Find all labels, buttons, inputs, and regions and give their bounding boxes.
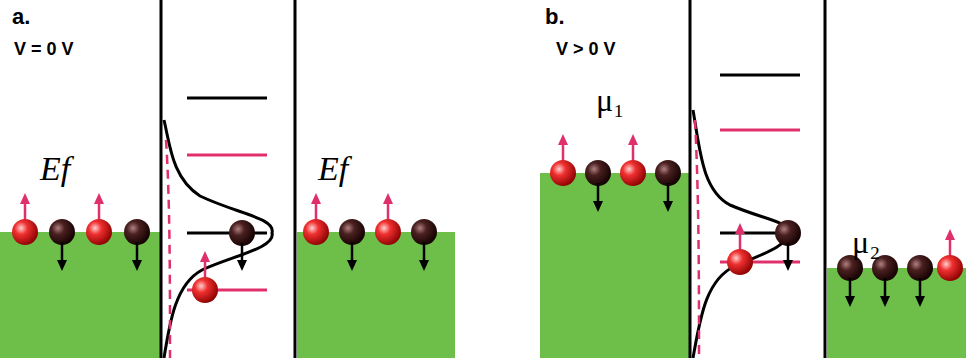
density-of-states — [693, 110, 787, 358]
fermi-level-label: Ef — [40, 152, 70, 186]
left-electrode — [540, 173, 689, 358]
tunnel-barrier — [160, 0, 163, 358]
fermi-level-label: Ef — [318, 152, 348, 186]
electron — [192, 220, 255, 303]
energy-level — [720, 129, 800, 132]
chemical-potential-label: μ₁ — [596, 84, 624, 116]
right-electrode — [297, 232, 455, 358]
energy-level — [720, 74, 800, 77]
panel-letter: b. — [545, 6, 565, 28]
panel-letter: a. — [12, 6, 30, 28]
chemical-potential-label: μ₂ — [852, 226, 880, 258]
electron — [12, 193, 150, 271]
voltage-label: V = 0 V — [14, 40, 74, 58]
energy-level — [187, 154, 267, 157]
energy-level — [187, 97, 267, 100]
electron — [303, 193, 437, 271]
density-of-states — [166, 140, 170, 358]
right-electrode — [827, 268, 966, 358]
density-of-states — [695, 120, 699, 358]
tunnel-barrier — [824, 0, 827, 358]
voltage-label: V > 0 V — [556, 40, 616, 58]
tunnel-barrier — [689, 0, 692, 358]
density-of-states — [164, 120, 272, 358]
left-electrode — [0, 232, 160, 358]
electron — [727, 220, 801, 275]
tunnel-barrier — [294, 0, 297, 358]
electron — [550, 134, 681, 212]
